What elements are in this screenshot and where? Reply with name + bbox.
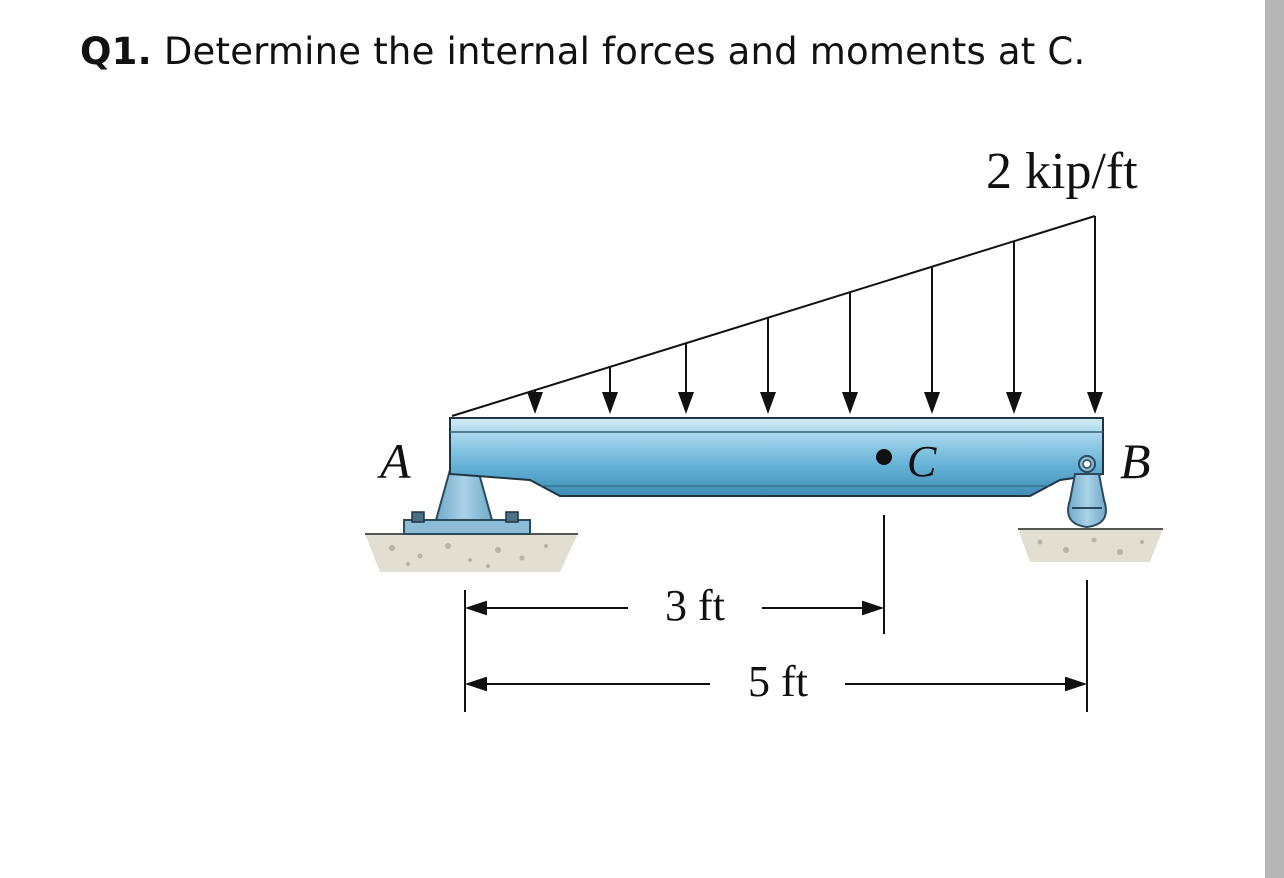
- label-b: B: [1120, 433, 1151, 489]
- load-arrow-head: [760, 392, 776, 414]
- beam: [449, 417, 1104, 497]
- question-text: Q1. Determine the internal forces and mo…: [80, 30, 1085, 73]
- load-arrow-head: [678, 392, 694, 414]
- window-edge-bar: [1265, 0, 1284, 878]
- load-slope-line: [451, 215, 1096, 417]
- question-body: Determine the internal forces and moment…: [163, 30, 1086, 73]
- dimension-lines: [464, 515, 1088, 712]
- ground-right: [1018, 528, 1163, 562]
- load-arrow-head: [842, 392, 858, 414]
- ground-left: [365, 533, 578, 572]
- label-c: C: [907, 437, 937, 486]
- dim-label-5ft: 5 ft: [748, 657, 808, 706]
- load-arrow-head: [924, 392, 940, 414]
- load-arrow-head: [527, 392, 543, 414]
- load-arrow-head: [602, 392, 618, 414]
- load-label: 2 kip/ft: [986, 143, 1138, 200]
- point-c-dot: [876, 449, 892, 465]
- question-number: Q1.: [80, 30, 152, 73]
- distributed-load: [451, 215, 1103, 417]
- load-arrows: [527, 216, 1103, 414]
- rocker-support-b: [1067, 455, 1107, 529]
- load-arrow-head: [1006, 392, 1022, 414]
- load-arrow-head: [1087, 392, 1103, 414]
- dim-label-3ft: 3 ft: [665, 581, 725, 630]
- label-a: A: [377, 433, 411, 489]
